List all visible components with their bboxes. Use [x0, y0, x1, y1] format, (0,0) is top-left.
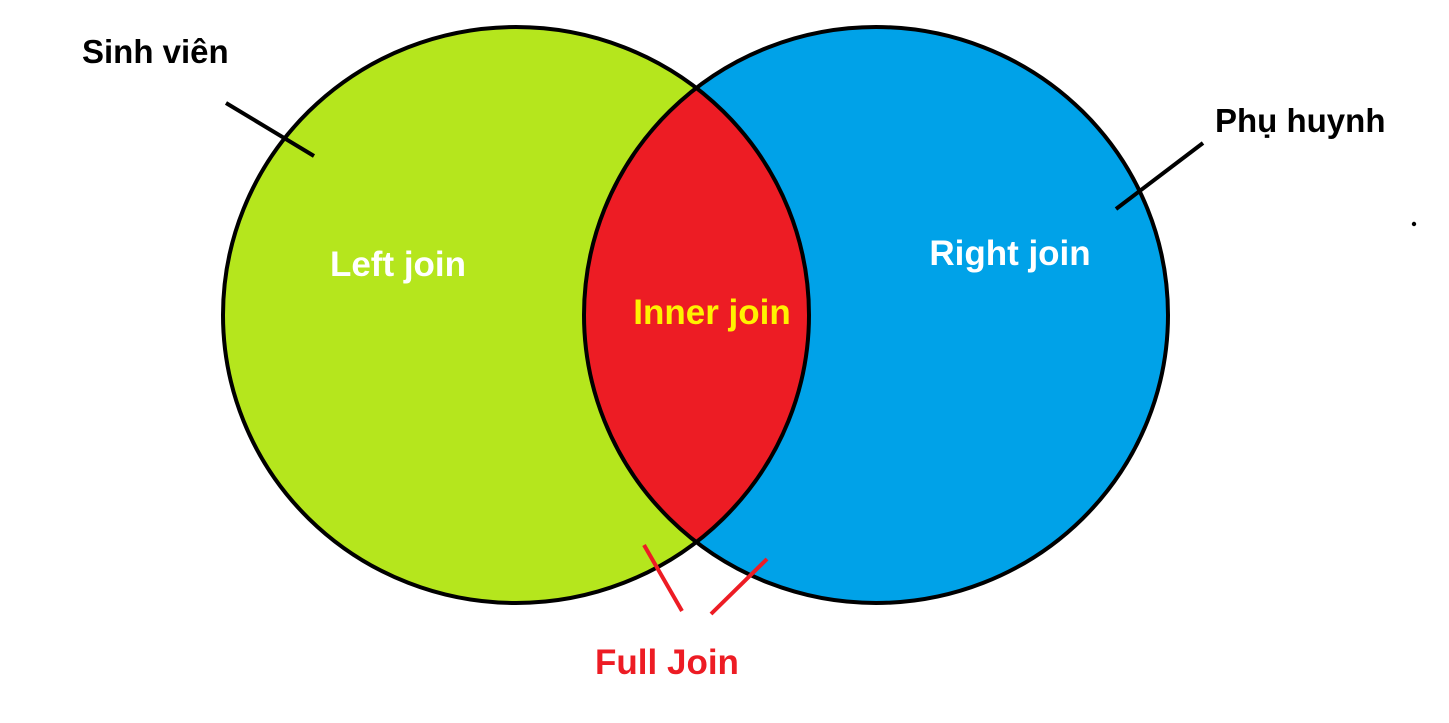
- intersection-region: [584, 27, 809, 603]
- union-pointer-line-right: [709, 557, 769, 616]
- left-region-label: Left join: [330, 245, 466, 284]
- right-set-leader-line: [1114, 141, 1205, 211]
- stray-dot: [1411, 221, 1417, 227]
- left-set-leader-line: [224, 101, 316, 158]
- right-region-label: Right join: [929, 234, 1090, 273]
- right-set-label: Phụ huynh: [1215, 102, 1385, 139]
- right-set-outline: [582, 25, 1170, 605]
- intersection-label: Inner join: [633, 293, 791, 332]
- union-pointer-line-left: [642, 544, 684, 612]
- union-label: Full Join: [595, 643, 739, 682]
- left-set-outline: [221, 25, 811, 605]
- left-set-label: Sinh viên: [82, 33, 229, 70]
